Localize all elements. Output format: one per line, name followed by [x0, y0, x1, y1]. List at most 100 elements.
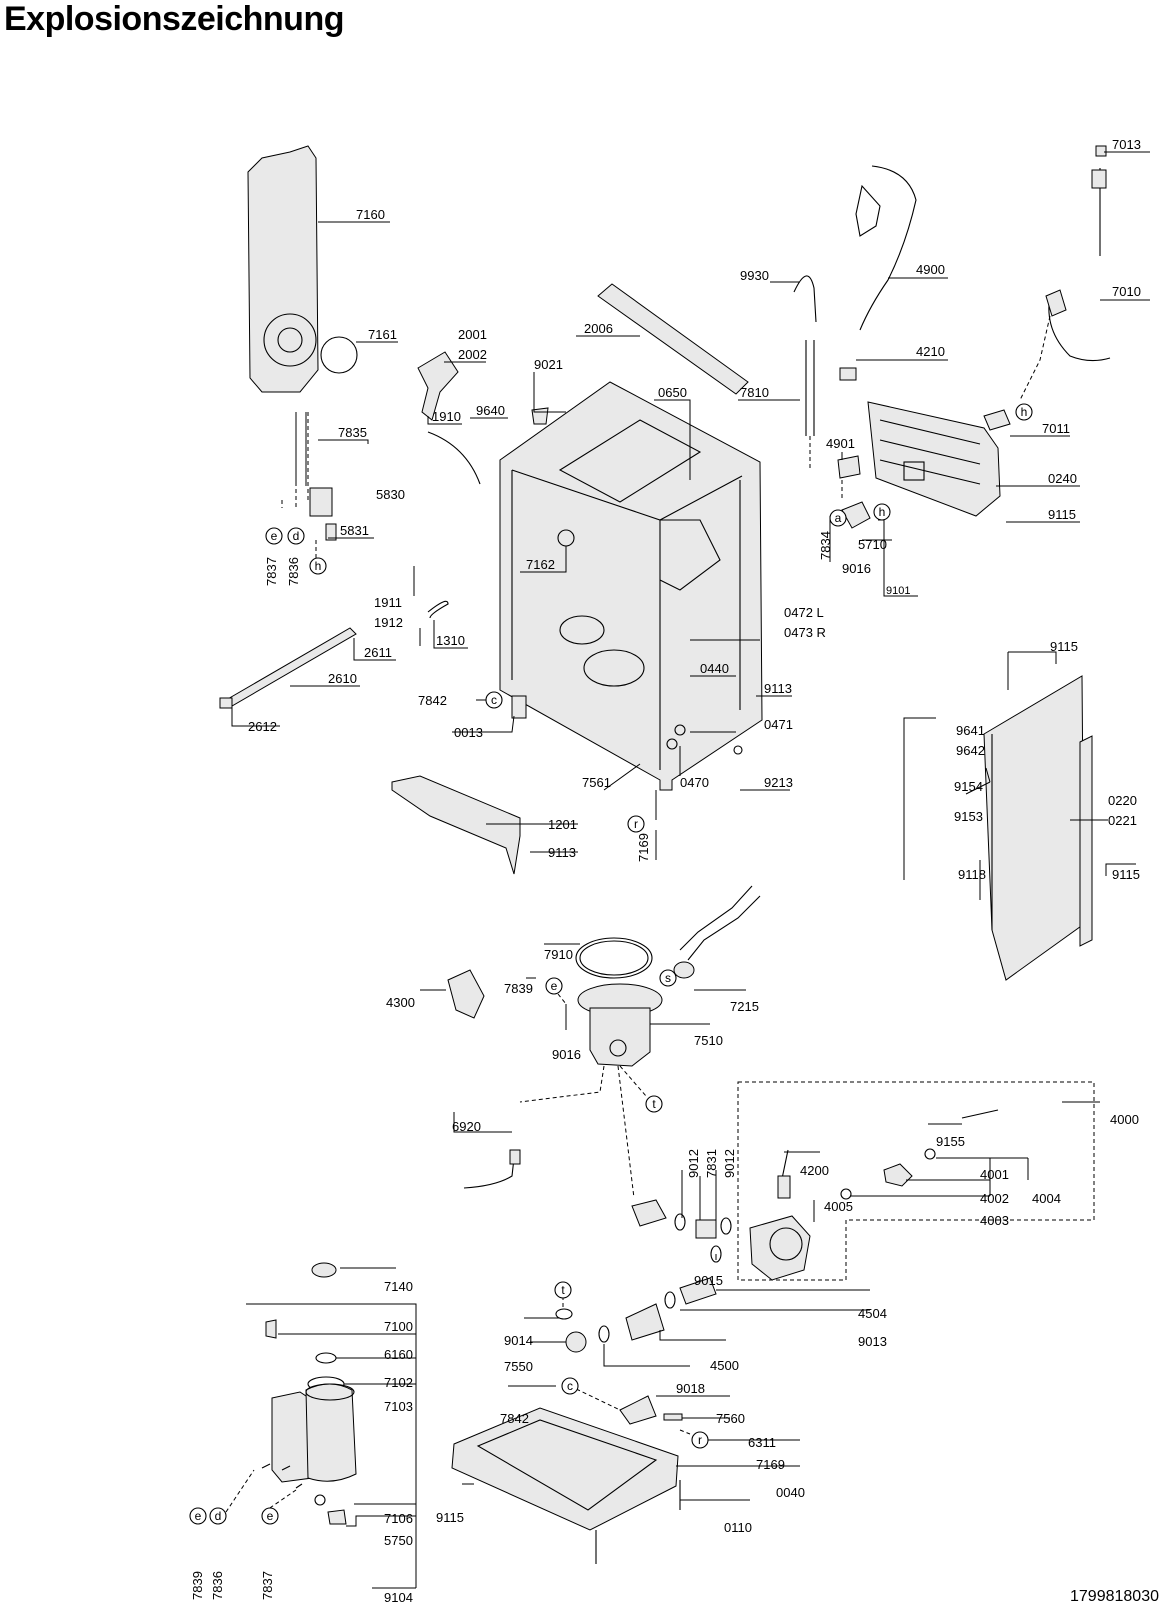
callout-0040: 0040	[776, 1485, 805, 1500]
callout-9018: 9018	[676, 1381, 705, 1396]
marker-t: t	[652, 1097, 656, 1111]
dashed-connections	[225, 315, 1095, 1513]
document-number: 1799818030	[1070, 1588, 1159, 1605]
callout-1310: 1310	[436, 633, 465, 648]
callout-2610: 2610	[328, 671, 357, 686]
callout-9641: 9641	[956, 723, 985, 738]
callout-7842: 7842	[418, 693, 447, 708]
callout-1910: 1910	[432, 409, 461, 424]
callout-4504: 4504	[858, 1306, 887, 1321]
callout-0472L: 0472 L	[784, 605, 824, 620]
marker-d: e	[271, 529, 278, 543]
callout-7013: 7013	[1112, 137, 1141, 152]
callout-7161: 7161	[368, 327, 397, 342]
callout-labels: 7160 7161 7835 5831 5830 2001 2002 1910 …	[190, 137, 1141, 1605]
callout-0650: 0650	[658, 385, 687, 400]
callout-7834: 7834	[818, 531, 833, 560]
callout-0470: 0470	[680, 775, 709, 790]
callout-2002: 2002	[458, 347, 487, 362]
callout-7140: 7140	[384, 1279, 413, 1294]
callout-7837: 7837	[264, 557, 279, 586]
callout-6920: 6920	[452, 1119, 481, 1134]
callout-2001: 2001	[458, 327, 487, 342]
marker-c: d	[293, 529, 300, 543]
callout-0013: 0013	[454, 725, 483, 740]
callout-4005: 4005	[824, 1199, 853, 1214]
callout-4200: 4200	[800, 1163, 829, 1178]
marker-h: h	[879, 505, 886, 519]
callout-7561: 7561	[582, 775, 611, 790]
callout-0110: 0110	[724, 1520, 752, 1535]
callout-5830: 5830	[376, 487, 405, 502]
callout-4500: 4500	[710, 1358, 739, 1373]
callout-9155: 9155	[936, 1134, 965, 1149]
marker-r: r	[634, 817, 638, 831]
callout-9153: 9153	[954, 809, 983, 824]
callout-4900: 4900	[916, 262, 945, 277]
callout-7560: 7560	[716, 1411, 745, 1426]
callout-0473R: 0473 R	[784, 625, 826, 640]
marker-h: h	[1021, 405, 1028, 419]
callout-9118: 9118	[958, 867, 986, 882]
callout-9013: 9013	[858, 1334, 887, 1349]
callout-9101: 9101	[886, 585, 910, 597]
circle-markers	[189, 403, 1033, 1525]
callout-7103: 7103	[384, 1399, 413, 1414]
callout-7215: 7215	[730, 999, 759, 1014]
leader-lines	[231, 151, 1150, 1589]
callout-9115-d: 9115	[436, 1510, 464, 1525]
callout-1911: 1911	[374, 595, 402, 610]
callout-9012: 9012	[686, 1149, 701, 1178]
parts	[219, 145, 1111, 1564]
callout-9115-b: 9115	[1050, 639, 1078, 654]
callout-7910: 7910	[544, 947, 573, 962]
callout-9012-b: 9012	[722, 1149, 737, 1178]
callout-7169-b: 7169	[756, 1457, 785, 1472]
callout-9015: 9015	[694, 1273, 723, 1288]
marker-letters: e d h c r h a h e s t t c r e d e	[195, 405, 1028, 1523]
callout-9016: 9016	[842, 561, 871, 576]
callout-9016-b: 9016	[552, 1047, 581, 1062]
marker-d: e	[267, 1509, 274, 1523]
callout-4004: 4004	[1032, 1191, 1061, 1206]
callout-7100: 7100	[384, 1319, 413, 1334]
callout-9014: 9014	[504, 1333, 533, 1348]
callout-9640: 9640	[476, 403, 505, 418]
callout-7011: 7011	[1042, 421, 1070, 436]
callout-2612: 2612	[248, 719, 277, 734]
callout-4000: 4000	[1110, 1112, 1139, 1127]
callout-7162: 7162	[526, 557, 555, 572]
callout-4001: 4001	[980, 1167, 1009, 1182]
callout-4210: 4210	[916, 344, 945, 359]
callout-7810: 7810	[740, 385, 769, 400]
callout-7169: 7169	[636, 833, 651, 862]
callout-6160: 6160	[384, 1347, 413, 1362]
callout-0440: 0440	[700, 661, 729, 676]
callout-9021: 9021	[534, 357, 563, 372]
marker-r: r	[698, 1433, 702, 1447]
callout-7831: 7831	[704, 1149, 719, 1178]
callout-0220: 0220	[1108, 793, 1137, 808]
callout-7102: 7102	[384, 1375, 413, 1390]
callout-0240: 0240	[1048, 471, 1077, 486]
callout-7106: 7106	[384, 1511, 413, 1526]
callout-5750: 5750	[384, 1533, 413, 1548]
callout-9113-b: 9113	[548, 845, 576, 860]
callout-0471: 0471	[764, 717, 793, 732]
callout-4300: 4300	[386, 995, 415, 1010]
callout-9154: 9154	[954, 779, 983, 794]
callout-1201: 1201	[548, 817, 577, 832]
callout-9104: 9104	[384, 1590, 413, 1605]
marker-b: c	[491, 693, 497, 707]
callout-7839-b: 7839	[190, 1571, 205, 1600]
marker-e: e	[195, 1509, 202, 1523]
callout-7839: 7839	[504, 981, 533, 996]
marker-c: d	[215, 1509, 222, 1523]
marker-t: t	[561, 1283, 565, 1297]
callout-7835: 7835	[338, 425, 367, 440]
callout-9113: 9113	[764, 681, 792, 696]
callout-7836-b: 7836	[210, 1571, 225, 1600]
callout-9115: 9115	[1048, 507, 1076, 522]
marker-s: s	[665, 971, 671, 985]
callout-9115-c: 9115	[1112, 867, 1140, 882]
